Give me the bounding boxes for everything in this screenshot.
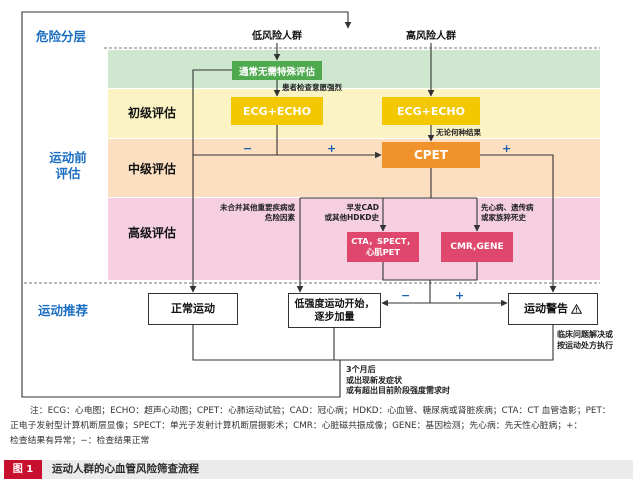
node-low-intensity-line1: 低强度运动开始，: [294, 298, 375, 310]
node-low-intensity-line2: 逐步加量: [314, 311, 355, 323]
node-imaging: CTA，SPECT， 心肌PET: [347, 232, 419, 262]
note-line-2: 正电子发射型计算机断层显像；SPECT：单光子发射计算机断层摄影术；CMR：心脏…: [10, 421, 583, 431]
node-exercise-warning-label: 运动警告: [524, 302, 568, 315]
node-cmr-gene: CMR,GENE: [441, 232, 513, 262]
label-no-other-disease: 未合并其他重要疾病或 危险因素: [205, 203, 295, 222]
stage-pre-exercise-line2: 评估: [55, 166, 81, 181]
stage-pre-exercise-assessment: 运动前 评估: [30, 150, 106, 182]
label-reassess-line1: 3个月后: [346, 365, 376, 374]
stage-exercise-recommendation: 运动推荐: [38, 303, 89, 318]
connector-recommend-join: [192, 325, 554, 361]
level-intermediate: 中级评估: [128, 162, 177, 176]
level-advanced: 高级评估: [128, 226, 177, 240]
sign-advanced-positive: +: [455, 289, 465, 302]
node-exercise-warning: 运动警告: [508, 293, 598, 325]
label-reassess-line2: 或出现新发症状: [346, 375, 402, 385]
node-imaging-line1: CTA，SPECT，: [351, 236, 415, 246]
sign-cpet-positive: +: [502, 142, 512, 155]
connector-advanced-join: [382, 262, 478, 281]
label-congenital-line2: 或家族猝死史: [481, 212, 526, 222]
node-cpet: CPET: [382, 142, 480, 168]
figure-caption-text: 运动人群的心血管风险筛查流程: [52, 463, 199, 475]
node-low-intensity: 低强度运动开始， 逐步加量: [288, 293, 381, 328]
warning-row: 运动警告: [524, 302, 582, 316]
label-clinical-resolved: 临床问题解决或 按运动处方执行: [557, 330, 613, 351]
node-ecg-echo-high: ECG+ECHO: [382, 97, 480, 125]
label-no-other-disease-line1: 未合并其他重要疾病或: [220, 203, 295, 212]
label-early-cad-line2: 或其他HDKD史: [324, 212, 379, 222]
level-primary: 初级评估: [128, 106, 177, 120]
label-clinical-resolved-line2: 按运动处方执行: [557, 340, 613, 350]
connector-ecg-negative: [193, 125, 278, 156]
node-no-special-eval: 通常无需特殊评估: [232, 61, 322, 80]
node-normal-exercise: 正常运动: [148, 293, 238, 325]
label-no-other-disease-line2: 危险因素: [265, 212, 295, 222]
sign-ecg-positive: +: [327, 142, 337, 155]
label-early-cad-line1: 早发CAD: [346, 203, 379, 212]
band-intermediate-assessment: [108, 139, 600, 197]
connector-cpet-positive: [480, 154, 557, 293]
connector-no-eval-to-normal: [189, 69, 232, 293]
figure-caption: 图 1 运动人群的心血管风险筛查流程: [4, 460, 633, 479]
warning-icon: [571, 304, 582, 314]
label-early-cad: 早发CAD 或其他HDKD史: [311, 203, 379, 222]
label-any-result: 无论何种结果: [436, 128, 481, 137]
connector-reassessment-loop: [21, 11, 352, 398]
label-patient-wish: 患者检查意愿强烈: [282, 83, 342, 92]
group-low-risk: 低风险人群: [252, 31, 302, 42]
note-line-1: 注：ECG：心电图；ECHO：超声心动图；CPET：心肺运动试验；CAD：冠心病…: [30, 406, 611, 416]
note-line-3: 检查结果有异常；−：检查结果正常: [10, 436, 150, 446]
band-primary-assessment: [108, 89, 600, 138]
sign-advanced-negative: −: [401, 289, 411, 302]
stage-risk-stratification: 危险分层: [36, 29, 87, 44]
band-risk-stratification: [108, 50, 600, 88]
label-reassess-line3: 或有超出目前阶段强度需求时: [346, 386, 450, 395]
group-high-risk: 高风险人群: [406, 31, 456, 42]
node-imaging-line2: 心肌PET: [365, 247, 400, 257]
figure-label: 图 1: [4, 460, 42, 479]
label-congenital: 先心病、遗传病 或家族猝死史: [481, 203, 534, 222]
sign-ecg-negative: −: [243, 142, 253, 155]
node-ecg-echo-low: ECG+ECHO: [231, 97, 323, 125]
label-congenital-line1: 先心病、遗传病: [481, 203, 534, 212]
label-reassess: 3个月后 或出现新发症状 或有超出目前阶段强度需求时: [346, 365, 450, 397]
label-clinical-resolved-line1: 临床问题解决或: [557, 330, 613, 339]
stage-pre-exercise-line1: 运动前: [49, 150, 87, 165]
